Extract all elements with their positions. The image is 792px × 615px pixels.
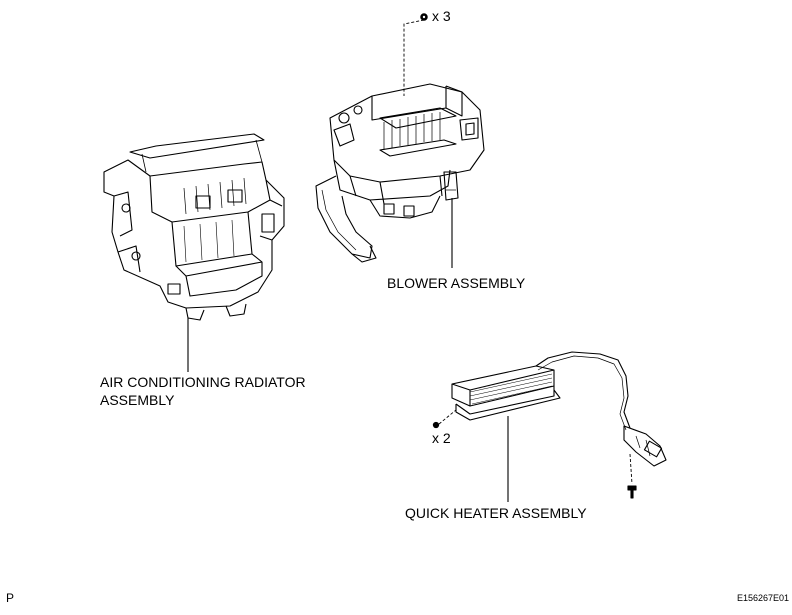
- radiator-assembly-illustration: [103, 133, 285, 321]
- quick-heater-illustration: [451, 351, 667, 499]
- screw-icon: [420, 13, 428, 21]
- figure-id: E156267E01: [737, 593, 790, 603]
- footer-left-code: P: [6, 591, 15, 605]
- blower-assembly-illustration: [315, 83, 485, 263]
- radiator-assembly-label-line1: AIR CONDITIONING RADIATOR: [100, 374, 306, 390]
- blower-screw-quantity: x 3: [432, 8, 451, 24]
- screw-icon: [432, 421, 440, 429]
- heater-screw-leader: [438, 409, 457, 425]
- radiator-assembly-label-line2: ASSEMBLY: [100, 392, 175, 408]
- quick-heater-assembly-label: QUICK HEATER ASSEMBLY: [405, 505, 587, 521]
- blower-assembly-label: BLOWER ASSEMBLY: [387, 275, 526, 291]
- heater-screw-quantity: x 2: [432, 430, 451, 446]
- blower-screw-leader: [403, 19, 425, 96]
